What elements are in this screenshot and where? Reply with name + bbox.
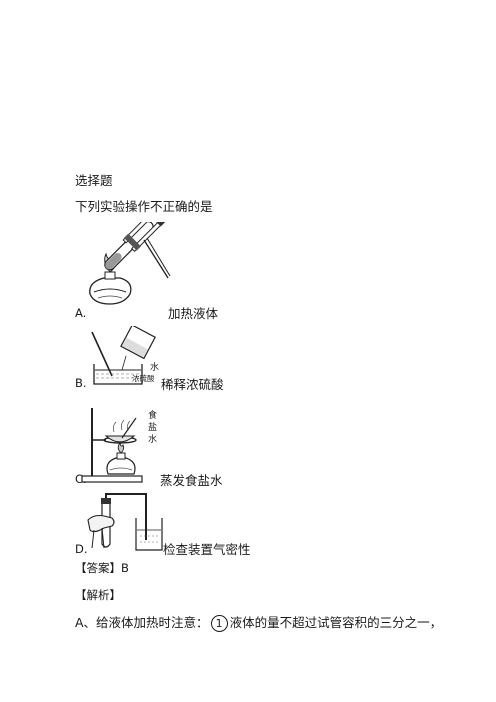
analysis-prefix: A、给液体加热时注意： [75,615,209,630]
option-d-letter: D. [75,542,88,556]
option-c-caption: 蒸发食盐水 [160,473,223,488]
analysis-rest: 液体的量不超过试管容积的三分之一， [229,615,443,630]
figure-b-label-acid: 浓硫酸 [132,373,155,383]
option-d-caption: 检查装置气密性 [163,542,251,557]
figure-c-label-3: 水 [148,433,157,445]
answer-label: 【答案】B [75,561,129,575]
option-b-caption: 稀释浓硫酸 [161,377,224,392]
figure-d-airtightness [87,493,163,551]
analysis-label: 【解析】 [75,588,121,602]
option-a-letter: A. [75,306,87,320]
figure-b-label-water: 水 [150,361,159,373]
figure-b-diluting-acid: 水 浓硫酸 [91,326,159,385]
figure-a-heating-liquid [89,222,171,305]
figure-c-evaporation: 食 盐 水 [81,408,157,483]
figure-c-label-2: 盐 [148,421,157,433]
question-stem: 下列实验操作不正确的是 [75,199,213,214]
option-a-caption: 加热液体 [168,306,219,321]
option-c-letter: C. [75,472,87,486]
option-b-letter: B. [75,376,87,390]
figure-c-label-1: 食 [148,409,157,421]
question-type: 选择题 [75,173,113,188]
circled-number: 1 [210,615,228,632]
